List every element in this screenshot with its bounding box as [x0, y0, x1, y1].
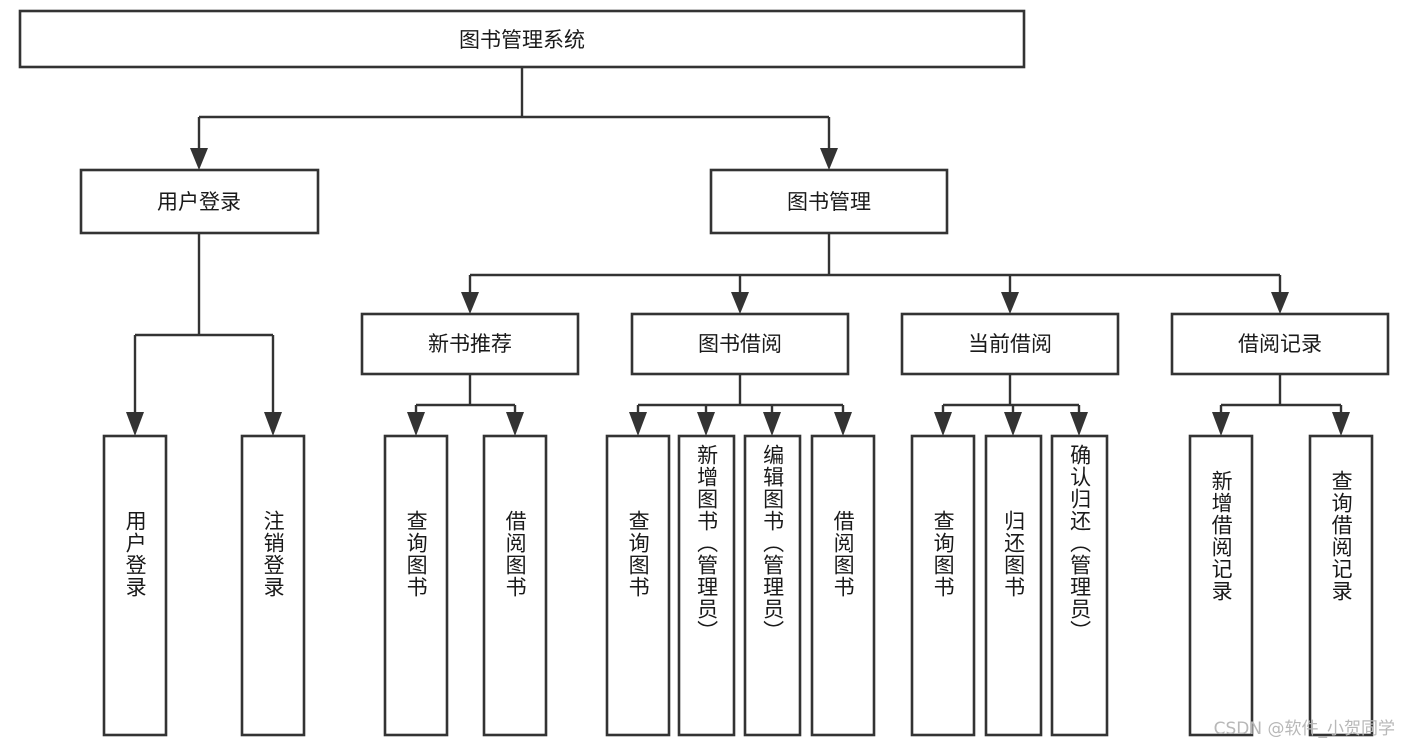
arrow-borrow-l1 — [629, 412, 647, 436]
node-root-label: 图书管理系统 — [459, 28, 585, 52]
node-book-borrow-box[interactable] — [630, 312, 850, 376]
leaf-box-borrow-book[interactable] — [810, 434, 876, 737]
node-borrow-record-label: 借阅记录 — [1238, 332, 1322, 356]
leaf-box-query-borrow-record[interactable] — [1308, 434, 1374, 737]
node-new-book-recommend-box[interactable] — [360, 312, 580, 376]
node-new-book-recommend-label: 新书推荐 — [428, 332, 512, 356]
leaf-box-add-borrow-record[interactable] — [1188, 434, 1254, 737]
leaf-box-edit-book-admin[interactable] — [743, 434, 802, 737]
arrow-book-c1 — [461, 292, 479, 314]
csdn-watermark: CSDN @软件_小贺同学 — [1213, 719, 1395, 739]
arrow-borrow-l2 — [697, 412, 715, 436]
node-user-login-box[interactable] — [79, 168, 320, 235]
arrow-user-leaf2 — [264, 412, 282, 436]
node-book-management-label: 图书管理 — [787, 190, 871, 214]
leaf-box-borrow-book-recommend[interactable] — [482, 434, 548, 737]
node-current-borrow[interactable]: 当前借阅 — [900, 312, 1120, 376]
node-root[interactable]: 图书管理系统 — [18, 9, 1026, 69]
arrow-book-c2 — [731, 292, 749, 314]
node-borrow-record[interactable]: 借阅记录 — [1170, 312, 1390, 376]
arrow-record-l2 — [1332, 412, 1350, 436]
arrow-newbook-l1 — [407, 412, 425, 436]
leaf-box-query-book-recommend[interactable] — [383, 434, 449, 737]
arrow-user-leaf1 — [126, 412, 144, 436]
node-book-borrow[interactable]: 图书借阅 — [630, 312, 850, 376]
node-user-login[interactable]: 用户登录 — [79, 168, 320, 235]
arrow-borrow-l3 — [763, 412, 781, 436]
connector-layer — [126, 67, 1350, 436]
arrow-current-l3 — [1070, 412, 1088, 436]
node-user-login-label: 用户登录 — [157, 190, 241, 214]
arrow-current-l2 — [1004, 412, 1022, 436]
node-book-management-box[interactable] — [709, 168, 949, 235]
leaf-box-add-book-admin[interactable] — [677, 434, 736, 737]
arrow-borrow-l4 — [834, 412, 852, 436]
leaf-box-user-logout[interactable] — [240, 434, 306, 737]
leaf-box-layer — [102, 434, 1374, 737]
leaf-box-query-book-borrow[interactable] — [605, 434, 671, 737]
node-borrow-record-box[interactable] — [1170, 312, 1390, 376]
node-root-box[interactable] — [18, 9, 1026, 69]
node-book-borrow-label: 图书借阅 — [698, 332, 782, 356]
leaf-box-user-login[interactable] — [102, 434, 168, 737]
leaf-box-query-book-current[interactable] — [910, 434, 976, 737]
arrow-root-to-user — [190, 148, 208, 170]
arrow-record-l1 — [1212, 412, 1230, 436]
arrow-book-c4 — [1271, 292, 1289, 314]
arrow-current-l1 — [934, 412, 952, 436]
arrow-root-to-book — [820, 148, 838, 170]
arrow-book-c3 — [1001, 292, 1019, 314]
node-current-borrow-box[interactable] — [900, 312, 1120, 376]
node-new-book-recommend[interactable]: 新书推荐 — [360, 312, 580, 376]
arrow-newbook-l2 — [506, 412, 524, 436]
node-book-management[interactable]: 图书管理 — [709, 168, 949, 235]
leaf-box-return-book[interactable] — [984, 434, 1043, 737]
node-current-borrow-label: 当前借阅 — [968, 332, 1052, 356]
leaf-box-confirm-return-admin[interactable] — [1050, 434, 1109, 737]
